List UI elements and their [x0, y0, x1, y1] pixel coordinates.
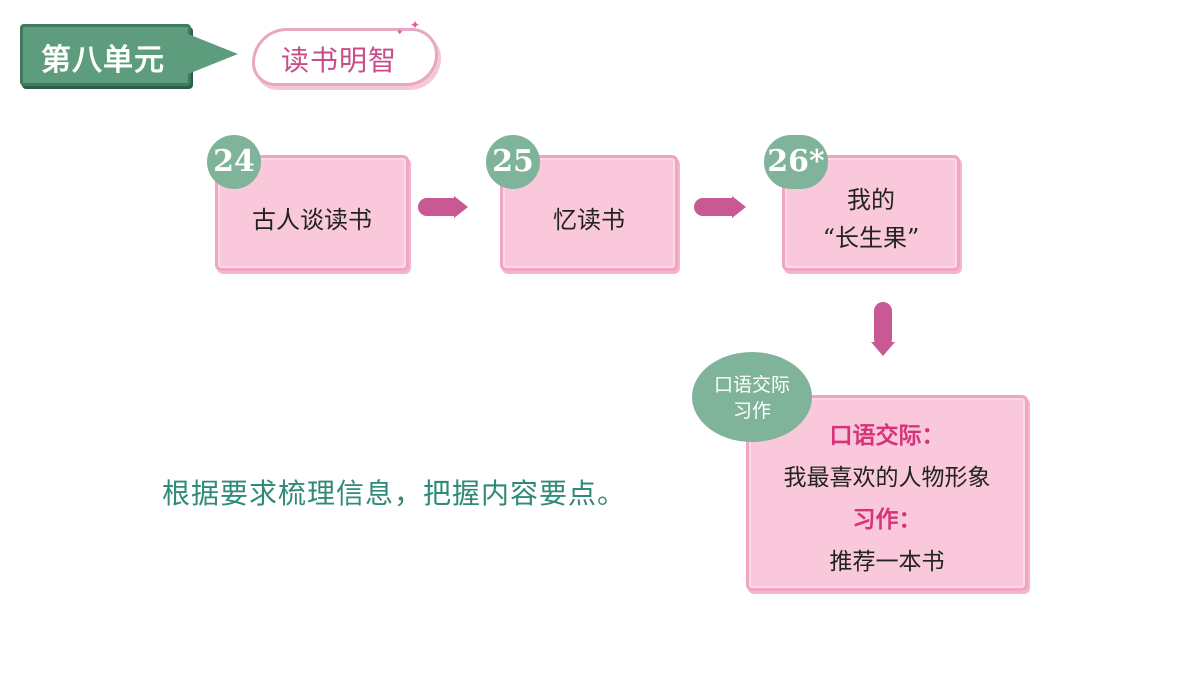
lesson-card-25[interactable]: 忆读书 [500, 155, 678, 271]
oral-heading: 口语交际： [829, 422, 945, 449]
lesson-number-badge: 25 [486, 135, 540, 189]
arrow-down-icon [871, 302, 895, 356]
lesson-title: 古人谈读书 [252, 206, 372, 234]
topic-label: 读书明智 [281, 44, 398, 77]
arrow-right-icon [418, 196, 468, 218]
unit-label: 第八单元 [41, 43, 165, 78]
lesson-title-line-2: “长生果” [822, 224, 920, 252]
oral-writing-badge: 口语交际 习作 [692, 352, 812, 442]
oral-topic: 我最喜欢的人物形象 [783, 465, 991, 491]
sparkle-icon: ✦ [396, 28, 404, 38]
topic-tag: 读书明智 [252, 28, 438, 86]
writing-heading: 习作： [852, 506, 922, 533]
unit-arrow-icon [178, 30, 238, 78]
lesson-card-24[interactable]: 古人谈读书 [215, 155, 409, 271]
lesson-number-badge: 24 [207, 135, 261, 189]
badge-line-2: 习作 [732, 400, 771, 422]
unit-badge: 第八单元 [20, 24, 191, 86]
badge-line-1: 口语交际 [713, 374, 790, 396]
writing-topic: 推荐一本书 [829, 549, 945, 575]
lesson-title-line-1: 我的 [847, 186, 895, 214]
arrow-right-icon [694, 196, 746, 218]
instruction-text: 根据要求梳理信息，把握内容要点。 [162, 477, 627, 510]
lesson-number-badge: 26* [764, 135, 828, 189]
lesson-title: 忆读书 [553, 206, 625, 234]
sparkle-icon: ✦ [410, 18, 421, 32]
